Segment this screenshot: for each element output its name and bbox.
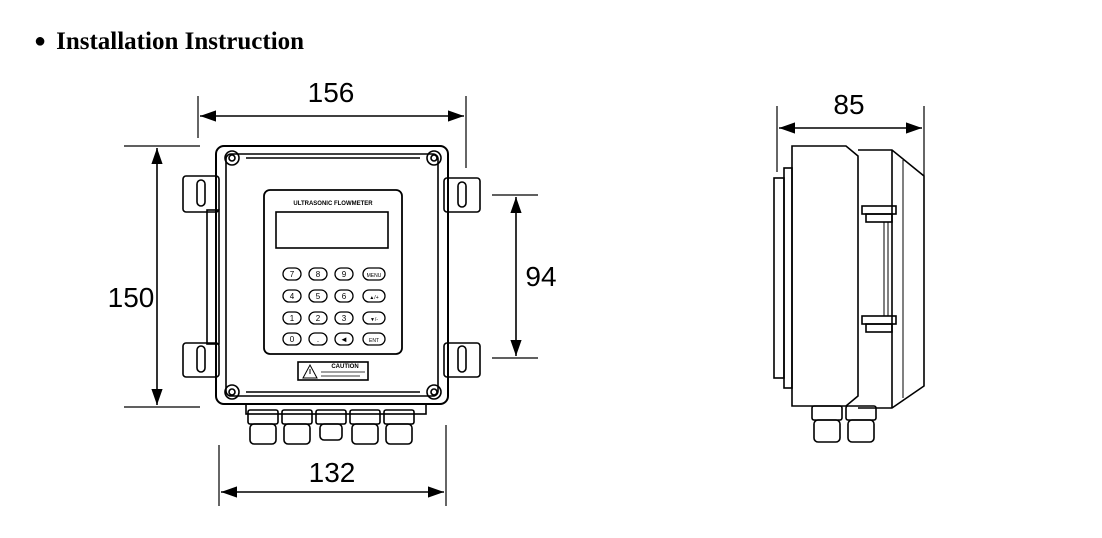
keypad-key-10: 3 — [334, 311, 354, 325]
dim-label-94: 94 — [525, 261, 556, 292]
side-view — [773, 145, 925, 443]
keypad-key-label: 9 — [342, 270, 347, 279]
dim-label-132: 132 — [309, 457, 356, 488]
bullet-icon: ● — [34, 30, 47, 52]
side-cable-gland-2 — [845, 405, 877, 443]
keypad-key-6: 6 — [334, 289, 354, 303]
keypad-key-label: ◄ — [340, 335, 348, 344]
keypad-key-12: 0 — [282, 332, 302, 346]
side-clip-bottom — [861, 315, 897, 333]
keypad-key-15: ENT — [362, 332, 386, 346]
lcd-display — [275, 211, 389, 249]
cable-gland-2 — [281, 409, 313, 445]
keypad-key-label: MENU — [367, 273, 382, 279]
keypad-key-label: ▲/+ — [369, 295, 378, 301]
dim-label-156: 156 — [308, 77, 355, 108]
side-rail-left — [206, 209, 220, 345]
keypad: 7 8 9 MENU 4 5 6 ▲/+ 1 2 3 ▼/- 0. ◄ ENT — [282, 267, 386, 346]
keypad-key-8: 1 — [282, 311, 302, 325]
keypad-key-label: 4 — [290, 292, 295, 301]
mounting-ear-top-right — [443, 177, 481, 213]
keypad-key-2: 9 — [334, 267, 354, 281]
side-clip-top — [861, 205, 897, 223]
side-cable-gland-1 — [811, 405, 843, 443]
warning-triangle-icon — [302, 363, 318, 379]
corner-screw-top-left — [224, 150, 240, 166]
mounting-ear-top-left — [182, 175, 220, 213]
keypad-key-label: ENT — [369, 338, 379, 344]
keypad-key-4: 4 — [282, 289, 302, 303]
keypad-key-13: . — [308, 332, 328, 346]
side-mount-plate — [773, 177, 785, 379]
caution-label — [297, 361, 369, 381]
keypad-key-label: 2 — [316, 314, 321, 323]
keypad-key-0: 7 — [282, 267, 302, 281]
cable-gland-1 — [247, 409, 279, 445]
cable-gland-4 — [349, 409, 381, 445]
keypad-key-5: 5 — [308, 289, 328, 303]
cable-gland-5 — [383, 409, 415, 445]
corner-screw-bottom-right — [426, 384, 442, 400]
keypad-key-11: ▼/- — [362, 311, 386, 325]
keypad-key-3: MENU — [362, 267, 386, 281]
keypad-key-label: . — [317, 335, 319, 344]
front-dimension-lines — [124, 96, 538, 506]
side-dimension-lines — [776, 106, 925, 176]
housing-inner — [225, 153, 439, 397]
keypad-key-7: ▲/+ — [362, 289, 386, 303]
dim-label-85: 85 — [833, 89, 864, 120]
panel-title: ULTRASONIC FLOWMETER — [293, 201, 373, 207]
keypad-key-label: 1 — [290, 314, 295, 323]
keypad-key-14: ◄ — [334, 332, 354, 346]
corner-screw-bottom-left — [224, 384, 240, 400]
keypad-key-label: 6 — [342, 292, 347, 301]
keypad-key-label: 3 — [342, 314, 347, 323]
mounting-ear-bottom-right — [443, 342, 481, 378]
keypad-key-9: 2 — [308, 311, 328, 325]
keypad-key-label: 5 — [316, 292, 321, 301]
keypad-key-label: 0 — [290, 335, 295, 344]
keypad-key-label: 7 — [290, 270, 295, 279]
side-cover — [858, 149, 925, 409]
caution-text: CAUTION — [331, 364, 358, 370]
dim-label-150: 150 — [108, 282, 155, 313]
front-panel — [263, 189, 403, 355]
housing-base — [245, 403, 427, 415]
mounting-ear-bottom-left — [182, 342, 220, 378]
keypad-key-label: 8 — [316, 270, 321, 279]
section-heading: ● Installation Instruction — [34, 28, 304, 56]
front-view — [182, 145, 481, 445]
keypad-key-1: 8 — [308, 267, 328, 281]
keypad-key-label: ▼/- — [370, 317, 378, 323]
cable-gland-3 — [315, 409, 347, 441]
side-back-flange — [783, 167, 793, 389]
side-body — [791, 145, 859, 407]
heading-text: Installation Instruction — [56, 28, 305, 55]
corner-screw-top-right — [426, 150, 442, 166]
